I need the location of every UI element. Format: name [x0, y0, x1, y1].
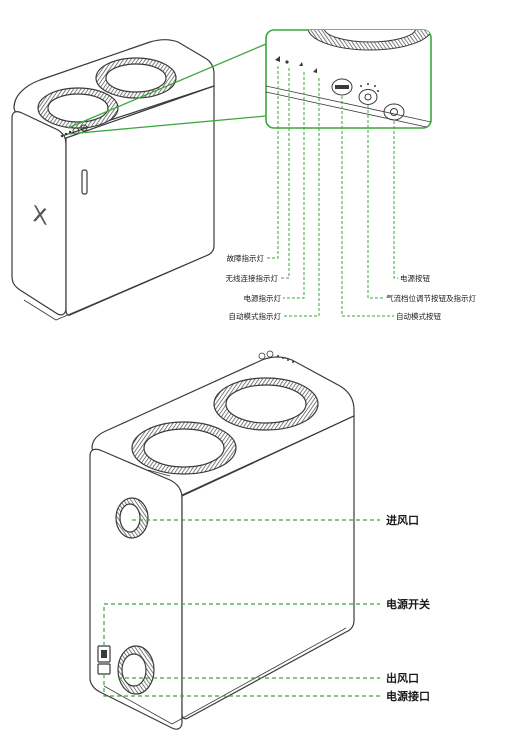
- label-power-switch: 电源开关: [386, 597, 430, 611]
- zoom-auto-button: [331, 78, 353, 96]
- zoom-airflow-button: [358, 89, 378, 105]
- zoom-panel: [265, 29, 432, 129]
- top-leaders: [266, 66, 398, 317]
- label-fault-indicator: 故障指示灯: [227, 253, 265, 263]
- label-wireless-indicator: 无线连接指示灯: [226, 273, 279, 283]
- label-power-indicator: 电源指示灯: [244, 293, 282, 303]
- label-auto-mode-indicator: 自动模式指示灯: [229, 311, 282, 321]
- rear-device-side-face: [181, 415, 355, 720]
- front-device: [11, 39, 215, 321]
- label-air-inlet: 进风口: [386, 513, 419, 527]
- label-airflow-button: 气流档位调节按钮及指示灯: [386, 293, 476, 303]
- label-air-outlet: 出风口: [386, 671, 419, 685]
- front-logo: X: [32, 201, 47, 231]
- label-auto-mode-button: 自动模式按钮: [396, 311, 441, 321]
- zoom-power-button: [383, 103, 405, 121]
- side-handle: [81, 169, 88, 195]
- rear-device: [89, 350, 355, 730]
- label-power-button: 电源按钮: [400, 273, 430, 283]
- label-power-port: 电源接口: [386, 689, 430, 703]
- rear-device-rear-face: [89, 448, 183, 730]
- rear-leaders: [103, 519, 380, 697]
- zoom-projection: [67, 43, 267, 135]
